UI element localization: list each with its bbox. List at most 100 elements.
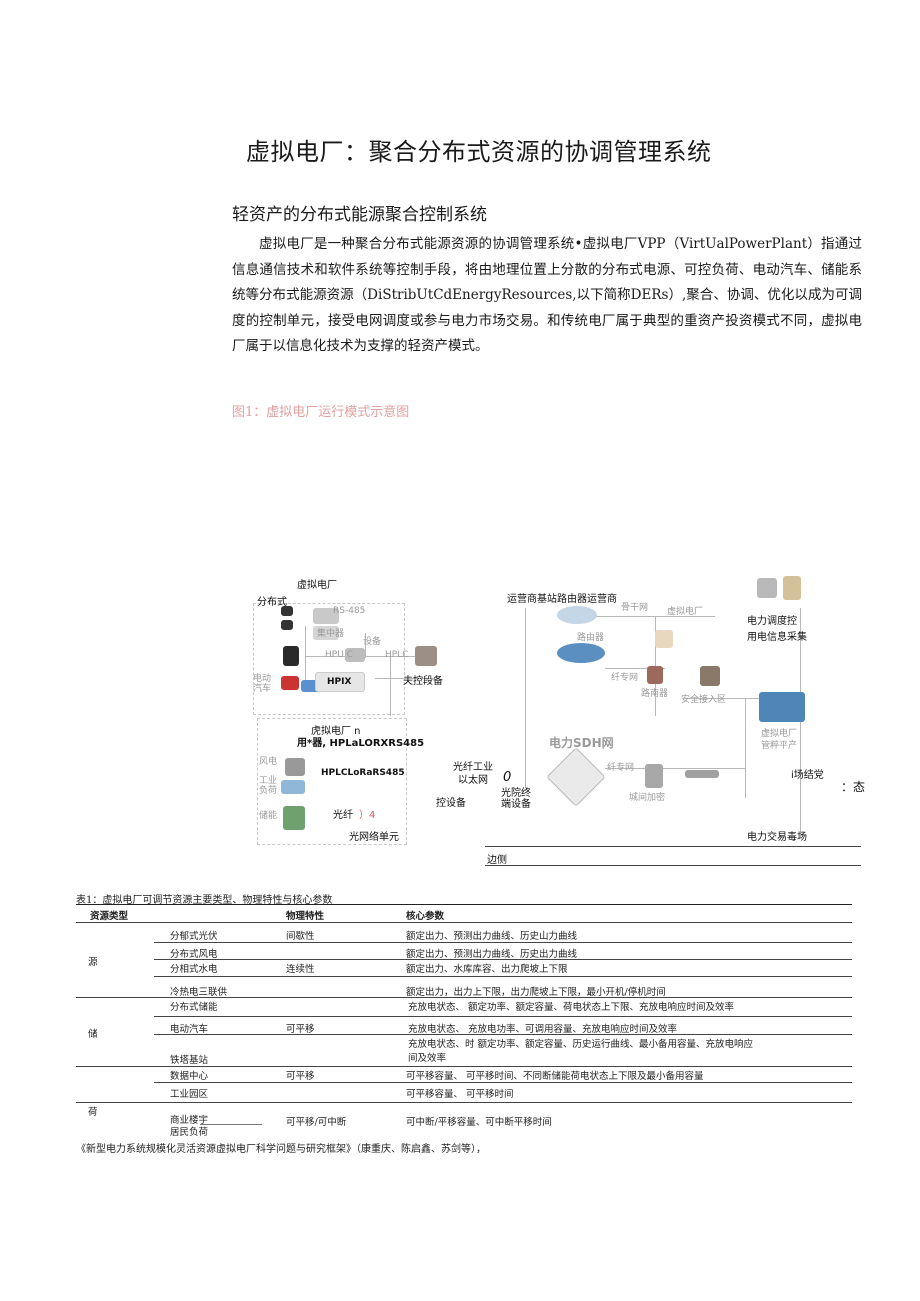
table-row-property: 连续性 (286, 964, 315, 975)
onu-label: 光网络单元 (349, 832, 399, 843)
control-device-label: 控设备 (436, 798, 466, 809)
concentrator-icon (313, 626, 339, 640)
vpp-platform-icon (759, 692, 805, 722)
body-paragraph: 虚拟电厂是一种聚合分布式能源资源的协调管理系统•虚拟电厂VPP（VirtUalP… (232, 236, 862, 354)
info-collect-server-icon (783, 576, 801, 600)
table-row-params: 可平移容量、 可平移时间、不同断储能荷电状态上下限及最小备用容量 (406, 1071, 704, 1082)
user-hplc-label: 用*器, HPLaLORXRS485 (297, 738, 425, 749)
sdh-ring-icon (546, 747, 606, 807)
table-row-name: 工业园区 (170, 1089, 209, 1100)
fiber-industrial-label: 光纤工业 (453, 762, 493, 773)
ev-charger-icon (281, 676, 299, 690)
table-row-property: 可平移 (286, 1024, 315, 1035)
vpp-n-label: 虎拟电厂 n (311, 726, 361, 737)
control-terminal-label: 夫控段备 (403, 676, 443, 687)
table-row-property: 间歇性 (286, 931, 315, 942)
hplc-lora-label: HPLCLoRaRS485 (321, 768, 405, 778)
wind-turbine-icon (285, 758, 305, 776)
vpp-server-icon (655, 630, 673, 648)
router-label: 路由器 (577, 633, 605, 643)
table-row-name-cont: 居民负荷 (170, 1127, 209, 1138)
header-physical-property: 物理特性 (286, 911, 325, 922)
right-vpp-label: 虚拟电厂 (667, 607, 704, 617)
edge-side-label: 边侧 (487, 855, 507, 866)
table-row-params: 额定出力、预测出力曲线、历史出力曲线 (406, 949, 578, 960)
equipment-label: 设备 (363, 637, 382, 647)
dispatch-label: 电力调度控 (747, 616, 797, 627)
table-row-name: 数据中心 (170, 1071, 209, 1082)
section-subtitle: 轻资产的分布式能源聚合控制系统 (232, 205, 487, 225)
trading-label: 电力交易毒场 (747, 832, 807, 843)
city-encrypt-label: 城间加密 (629, 793, 666, 803)
backbone-label: 骨干网 (621, 603, 649, 613)
distributed-label: 分布式 (257, 597, 287, 608)
dispatch-server-icon (757, 578, 777, 598)
table-row-property: 可平移 (286, 1071, 315, 1082)
control-terminal-icon (415, 646, 437, 666)
ev-label: 电动汽车 (253, 674, 272, 694)
table-row-params: 充放电状态、 额定功率、额定容量、荷电状态上下限、充放电响应时间及效率 (408, 1002, 735, 1013)
vpp-n-cluster-box (257, 718, 407, 845)
table-row-name: 铁塔基站 (170, 1055, 209, 1066)
header-resource-type: 资源类型 (90, 911, 129, 922)
figure-caption: 图1：虚拟电厂运行模式示意图 (232, 405, 410, 420)
group-load: 荷 (88, 1107, 98, 1118)
encrypted-link-icon (685, 770, 719, 778)
state-label: ：态 (841, 780, 866, 794)
table-footnote: 《新型电力系统规模化灵活资源虚拟电厂科学问题与研究框架》（康重庆、陈启鑫、苏剑等… (76, 1144, 486, 1155)
hpix-label: HPIX (327, 677, 352, 687)
secure-access-label: 安全接入区 (681, 695, 727, 705)
router-device-icon (647, 666, 663, 684)
factory-icon (281, 780, 305, 794)
hplc-label: HPLC (385, 650, 409, 660)
storage-unit-icon (283, 806, 305, 830)
router2-label: 路南器 (641, 689, 669, 699)
table-row-name: 分郁式光伏 (170, 931, 218, 942)
industrial-label: 工业负荷 (259, 776, 278, 796)
table-row-params: 可中断/平移容量、可中断平移时间 (406, 1117, 552, 1128)
operator-label: 运营商基站路由器运营商 (507, 594, 617, 605)
table-row-name: 冷热电三联供 (170, 987, 228, 998)
table-row-params: 额定出力、预测出力曲线、历史山力曲线 (406, 931, 578, 942)
solar-device-icon (281, 606, 293, 616)
market-settle-label: i场结党 (791, 770, 824, 781)
group-source: 源 (88, 957, 98, 968)
sdh-label: 电力SDH网 (549, 736, 614, 750)
optical-terminal-label: 光院终端设备 (501, 788, 531, 810)
secure-access-icon (700, 666, 720, 686)
fiber-net2-label: 纤专网 (607, 763, 635, 773)
gateway-icon (345, 648, 365, 662)
operator-router-icon (557, 606, 597, 624)
vpp-cluster-box (253, 603, 405, 715)
table-row-property: 可平移/可中断 (286, 1117, 347, 1128)
table-row-params: 额定出力、水库库容、出力爬坡上下限 (406, 964, 568, 975)
table-row-name: 分布式储能 (170, 1002, 218, 1013)
hpix-module (315, 672, 365, 692)
encryption-device-icon (645, 764, 663, 788)
concentrator-label: 集中器 (317, 629, 345, 639)
vpp-operation-diagram: 虚拟电厂 分布式 RS-485 集中器 设备 HPU C HPLC 电动汽车 H… (245, 568, 867, 868)
rs485-label: RS-485 (333, 606, 366, 616)
fiber-label: 光纤 (333, 810, 353, 821)
fiber-net-label: 纤专网 (611, 673, 639, 683)
table-row-params: 充放电状态、 充放电功率、可调用容量、充放电响应时间及效率 (408, 1024, 678, 1035)
table-row-name: 分相式水电 (170, 964, 218, 975)
info-collect-label: 用电信息采集 (747, 632, 807, 643)
cloud-router-icon (557, 643, 605, 663)
page-title: 虚拟电厂：聚合分布式资源的协调管理系统 (246, 138, 712, 166)
zero-label: 0 (503, 770, 512, 785)
table-row-params: 可平移容量、 可平移时间 (406, 1089, 514, 1100)
table-row-name: 分布式风电 (170, 949, 218, 960)
vpp-label: 虚拟电厂 (297, 580, 337, 591)
storage-label: 储能 (259, 811, 278, 821)
ethernet-label: 以太网 (458, 775, 488, 786)
group-storage: 储 (88, 1029, 98, 1040)
table-row-name: 电动汽车 (170, 1024, 209, 1035)
table-caption: 表1：虚拟电厂可调节资源主要类型、物理特性与核心参数 (76, 895, 333, 906)
meter-icon (313, 608, 339, 624)
table-row-name: 商业楼宇 (170, 1115, 209, 1126)
wind-label: 风电 (259, 757, 278, 767)
table-row-params-cont: 间及效率 (408, 1053, 447, 1064)
pv-device-icon (281, 620, 293, 630)
vpp-platform-label: 虚拟电厂管粹平产 (761, 729, 798, 751)
